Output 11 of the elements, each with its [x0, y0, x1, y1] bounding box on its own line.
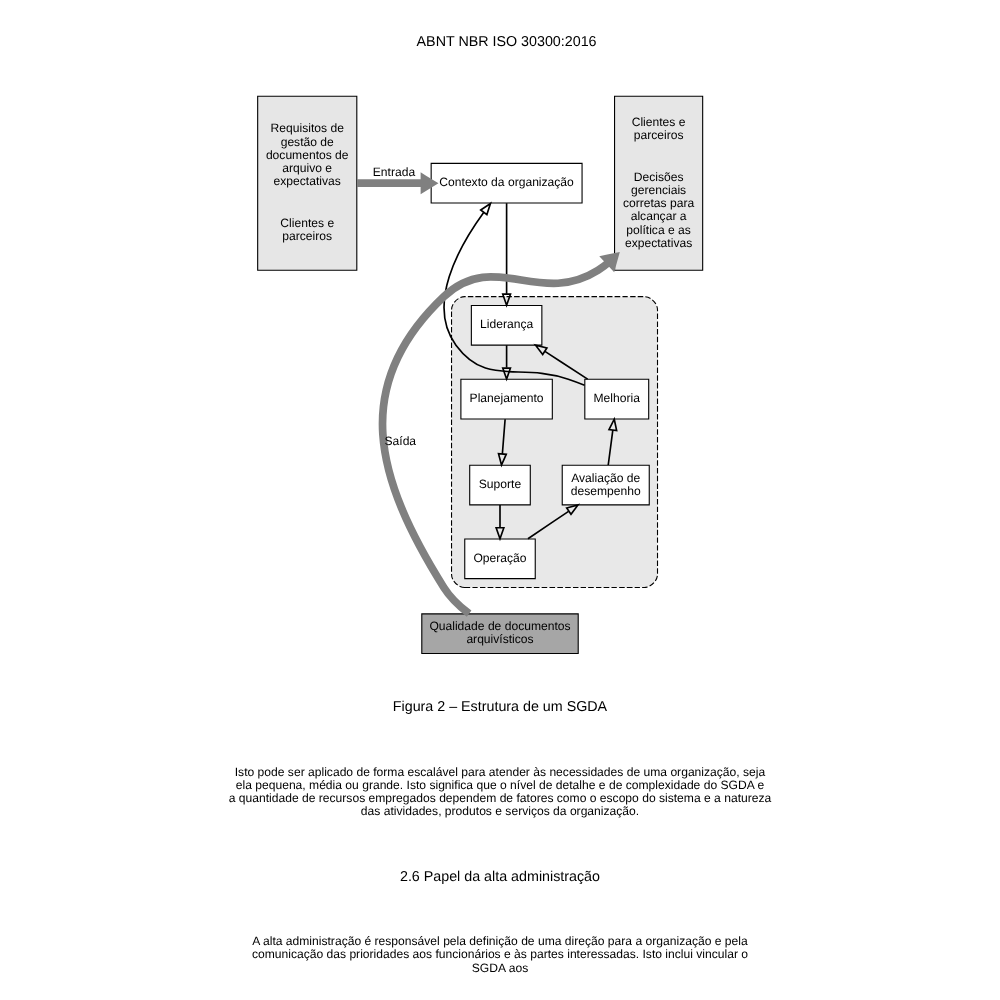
arrow — [501, 343, 512, 381]
arrow — [527, 502, 581, 539]
arrow — [379, 251, 620, 616]
arrow — [533, 342, 589, 379]
arrow — [497, 417, 508, 467]
arrow — [501, 201, 512, 307]
cluster — [450, 295, 659, 587]
arrow — [357, 171, 439, 194]
arrow — [607, 415, 618, 465]
arrow — [443, 200, 586, 385]
arrow — [494, 503, 506, 541]
